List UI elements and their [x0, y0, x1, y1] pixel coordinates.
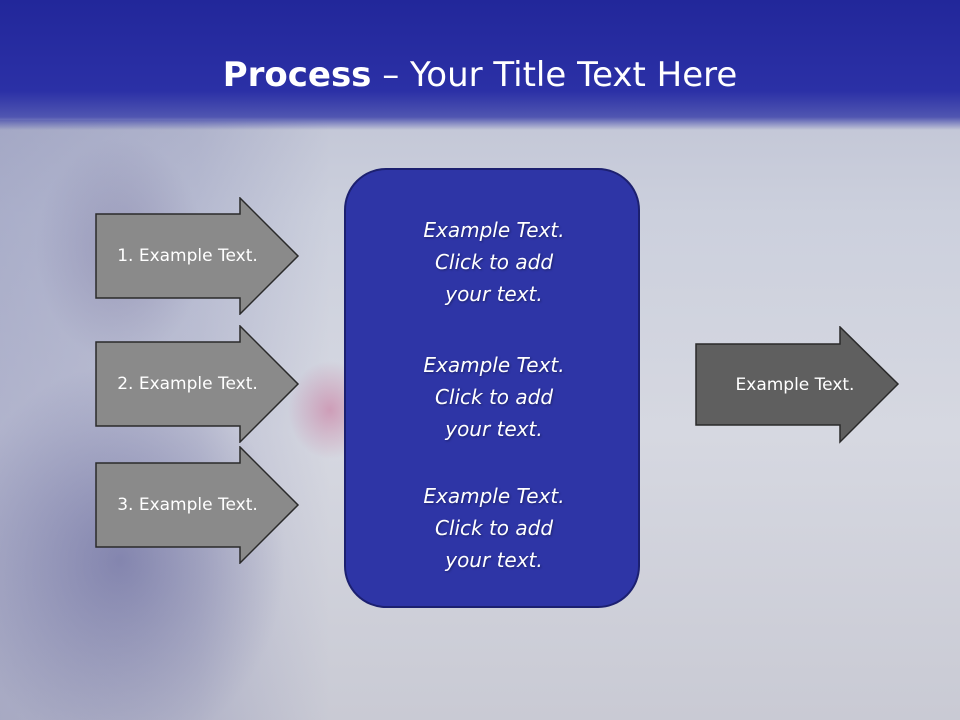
- arrow-label: 1. Example Text.: [117, 246, 258, 266]
- arrow-shape-icon: [95, 325, 300, 443]
- arrow-label: 3. Example Text.: [117, 495, 258, 515]
- panel-text-line: your text.: [445, 548, 543, 572]
- panel-text-line: Example Text.: [423, 353, 565, 377]
- panel-text-line: your text.: [445, 417, 543, 441]
- panel-text-line: Example Text.: [423, 218, 565, 242]
- panel-text-line: Click to add: [434, 250, 554, 274]
- panel-text-line: Click to add: [434, 385, 554, 409]
- arrow-shape-icon: [95, 446, 300, 564]
- process-arrow-3[interactable]: 3. Example Text.: [95, 446, 300, 564]
- arrow-label: Example Text.: [735, 375, 855, 395]
- result-arrow[interactable]: Example Text.: [695, 326, 900, 444]
- panel-text-block-3[interactable]: Example Text. Click to add your text.: [346, 480, 642, 576]
- title-rest: – Your Title Text Here: [371, 55, 738, 95]
- panel-text-line: Example Text.: [423, 484, 565, 508]
- title-bold: Process: [222, 55, 372, 95]
- panel-text-block-1[interactable]: Example Text. Click to add your text.: [346, 214, 642, 310]
- process-arrow-1[interactable]: 1. Example Text.: [95, 197, 300, 315]
- title-bar: [0, 0, 960, 130]
- center-text-panel[interactable]: Example Text. Click to add your text. Ex…: [344, 168, 640, 608]
- slide-title[interactable]: Process – Your Title Text Here: [0, 52, 960, 98]
- panel-text-line: your text.: [445, 282, 543, 306]
- panel-text-line: Click to add: [434, 516, 554, 540]
- process-arrow-2[interactable]: 2. Example Text.: [95, 325, 300, 443]
- arrow-shape-icon: [95, 197, 300, 315]
- panel-text-block-2[interactable]: Example Text. Click to add your text.: [346, 349, 642, 445]
- arrow-shape-icon: [695, 326, 900, 444]
- arrow-label: 2. Example Text.: [117, 374, 258, 394]
